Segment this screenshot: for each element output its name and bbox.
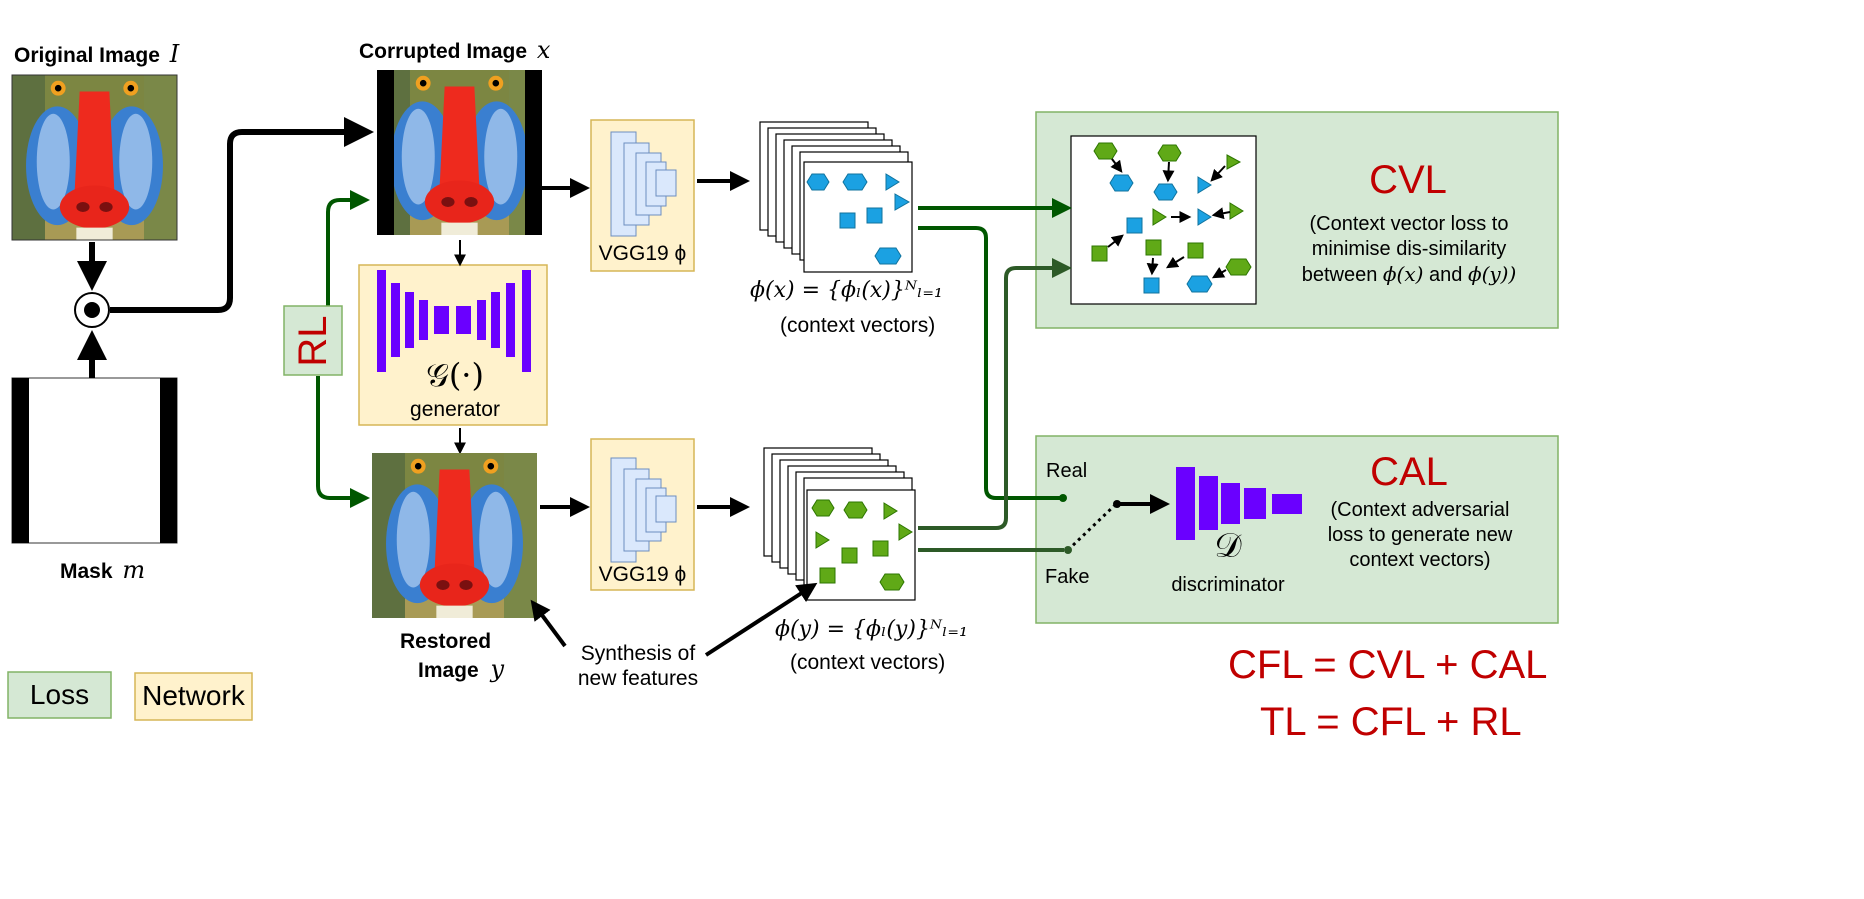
- cvl-desc-phi-x: ϕ(x): [1382, 262, 1424, 286]
- arrow-operator-to-corrupted: [110, 117, 374, 313]
- cvl-matching-shapes: [1091, 142, 1252, 294]
- original-image-title: Original Image: [14, 44, 160, 67]
- arrow-synthesis-to-context: [704, 582, 818, 657]
- cvl-description: (Context vector loss to minimise dis-sim…: [1270, 212, 1548, 288]
- line-context-top-to-real: [918, 226, 1060, 500]
- corrupted-image-title: Corrupted Image: [359, 40, 528, 63]
- generator-box: [358, 264, 548, 426]
- cvl-matching-arrows: [1107, 158, 1231, 279]
- tl-equation: TL = CFL + RL: [1260, 700, 1522, 744]
- fake-label: Fake: [1045, 566, 1090, 588]
- real-label: Real: [1046, 460, 1088, 482]
- phi-y-formula: ϕ(y) = {ϕₗ(y)}ᴺₗ₌₁: [775, 617, 968, 642]
- rl-box: [283, 305, 343, 376]
- synthesis-line2: new features: [577, 667, 699, 690]
- generator-layers: [377, 270, 531, 372]
- legend-network-box: [134, 672, 253, 721]
- corrupted-image: [377, 70, 542, 235]
- cal-desc-line2: loss to generate new: [1327, 524, 1513, 546]
- discriminator-symbol: 𝒟: [1214, 526, 1242, 566]
- legend-loss-label: Loss: [29, 679, 90, 710]
- generator-label: generator: [410, 398, 500, 421]
- phi-x-formula: ϕ(x) = {ϕₗ(x)}ᴺₗ₌₁: [750, 278, 943, 303]
- real-terminal: [1059, 494, 1067, 502]
- mask-title: Mask: [60, 560, 113, 583]
- discriminator-layers: [1176, 467, 1302, 540]
- arrow-context-bottom-to-cvl: [918, 258, 1072, 530]
- context-vectors-bottom-label: (context vectors): [790, 651, 946, 674]
- cvl-desc-between: between: [1301, 264, 1378, 286]
- generator-symbol: 𝒢(·): [426, 356, 484, 394]
- restored-image-title-line2: Image y: [418, 655, 504, 683]
- cfl-equation: CFL = CVL + CAL: [1228, 643, 1548, 687]
- cal-desc-line1: (Context adversarial: [1330, 499, 1510, 521]
- cal-desc-line3: context vectors): [1349, 549, 1491, 571]
- restored-image-title: Image: [418, 659, 479, 682]
- fake-terminal: [1064, 546, 1072, 554]
- context-shapes-bottom: [811, 499, 913, 591]
- elementwise-product-operator: [74, 292, 110, 328]
- synthesis-line1: Synthesis of: [580, 642, 696, 665]
- original-image-symbol: I: [169, 40, 180, 68]
- synthesis-label: Synthesis of new features: [568, 641, 708, 691]
- mask-image: [11, 377, 178, 544]
- legend-loss-box: [7, 671, 112, 719]
- context-vectors-top-label: (context vectors): [780, 314, 936, 337]
- vgg-bottom-label: VGG19 ϕ: [598, 563, 687, 586]
- restored-image-symbol: y: [490, 655, 505, 683]
- original-image: [11, 74, 178, 241]
- cal-title: CAL: [1370, 450, 1448, 494]
- vgg-bottom-layers: [610, 457, 677, 563]
- corrupted-image-label: Corrupted Image x: [359, 36, 550, 64]
- cal-description: (Context adversarial loss to generate ne…: [1308, 498, 1532, 573]
- mask-symbol: m: [122, 556, 146, 584]
- arrow-synthesis-to-restored: [530, 599, 567, 648]
- cvl-desc-phi-y: ϕ(y)): [1467, 262, 1517, 286]
- vgg-top-label: VGG19 ϕ: [598, 242, 687, 265]
- restored-image: [372, 453, 537, 618]
- original-image-label: Original Image I: [14, 40, 179, 68]
- cvl-desc-line1: (Context vector loss to: [1309, 213, 1509, 235]
- vgg-top-layers: [610, 131, 677, 237]
- rl-arrow-to-corrupted: [326, 190, 370, 368]
- restored-image-title-line1: Restored: [400, 630, 492, 653]
- cal-panel: [1035, 435, 1559, 624]
- cvl-desc-line3: between ϕ(x) and ϕ(y)): [1270, 262, 1548, 288]
- cvl-desc-line2: minimise dis-similarity: [1311, 238, 1507, 260]
- discriminator-label: discriminator: [1171, 574, 1285, 596]
- cvl-title: CVL: [1369, 158, 1447, 202]
- context-shapes-top: [806, 173, 911, 265]
- corrupted-image-symbol: x: [536, 36, 551, 64]
- switch-pivot: [1113, 500, 1121, 508]
- rl-label: RL: [291, 315, 335, 367]
- cvl-desc-and: and: [1429, 264, 1463, 286]
- mask-label: Mask m: [60, 556, 145, 584]
- legend-network-label: Network: [142, 680, 245, 711]
- rl-arrow-to-restored: [316, 376, 370, 508]
